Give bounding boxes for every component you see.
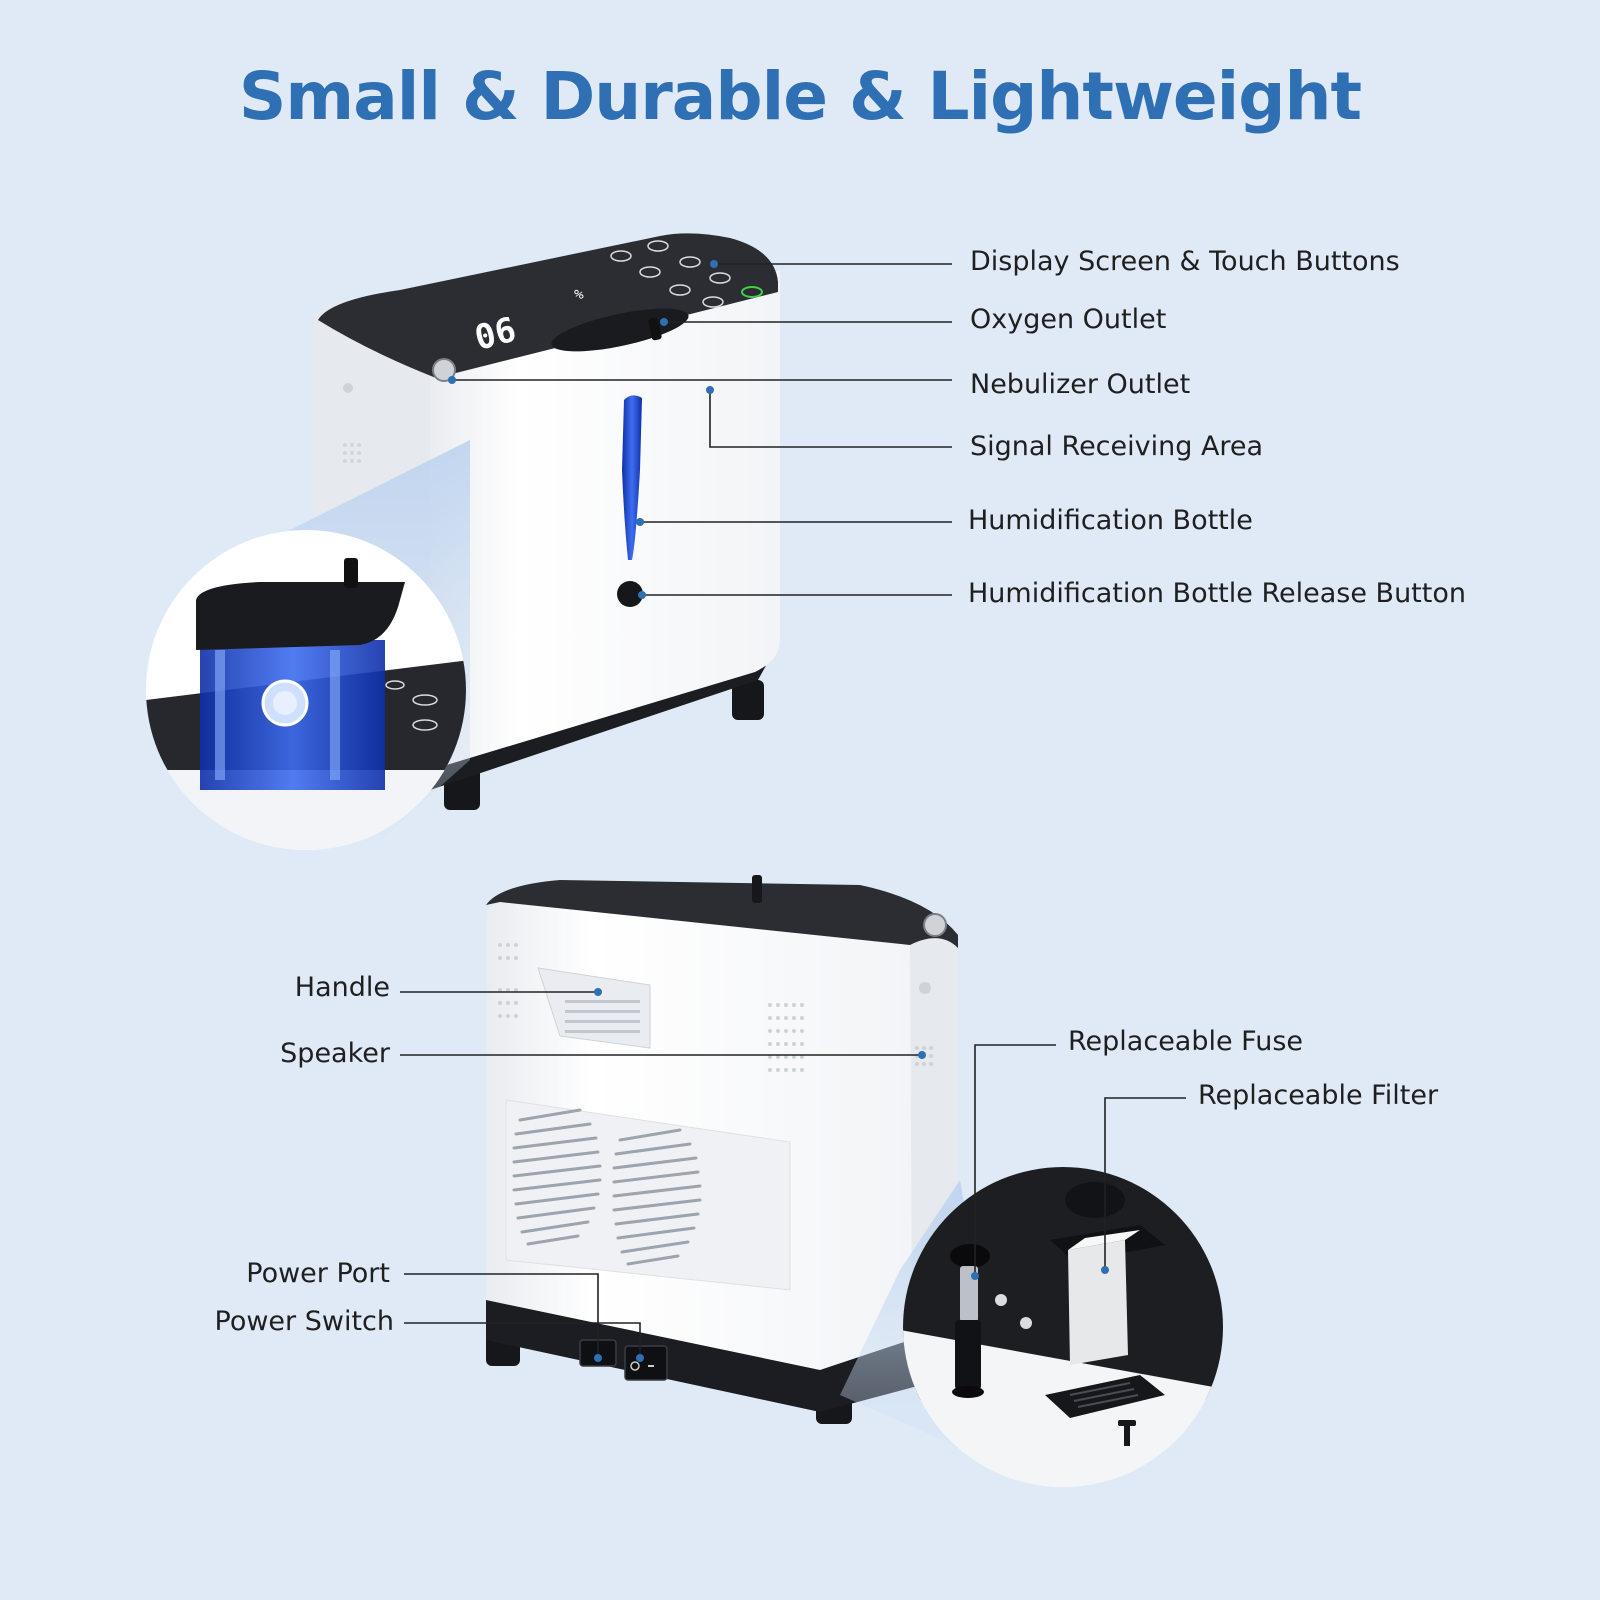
oxygen-outlet-nipple xyxy=(648,317,662,341)
front-main-panel xyxy=(430,270,780,770)
label-humidification-bottle: Humidification Bottle xyxy=(968,505,1253,536)
label-nebulizer-outlet: Nebulizer Outlet xyxy=(970,369,1191,400)
rear-top-panel xyxy=(486,880,958,948)
callout-fuse xyxy=(974,1044,1056,1276)
touch-buttons xyxy=(610,240,731,308)
label-handle: Handle xyxy=(294,972,390,1003)
zoom-humidification-bottle xyxy=(146,530,466,850)
front-foot-right xyxy=(732,680,764,720)
callout-signal xyxy=(709,390,952,448)
callout-dots xyxy=(448,260,1109,1362)
label-replaceable-filter: Replaceable Filter xyxy=(1198,1080,1439,1111)
fuse-hole xyxy=(950,1244,990,1268)
front-device: 90 % xyxy=(312,233,780,810)
label-power-port: Power Port xyxy=(246,1258,390,1289)
touch-button xyxy=(669,284,691,296)
callout-power-port xyxy=(404,1273,599,1358)
replaceable-fuse xyxy=(960,1266,978,1322)
label-replaceable-fuse: Replaceable Fuse xyxy=(1068,1026,1304,1057)
touch-button xyxy=(709,272,731,284)
label-bottle-release: Humidification Bottle Release Button xyxy=(968,578,1466,609)
touch-button xyxy=(679,256,701,268)
touch-button xyxy=(639,266,661,278)
replaceable-filter xyxy=(1068,1240,1128,1365)
rear-device xyxy=(486,875,958,1424)
label-display-screen: Display Screen & Touch Buttons xyxy=(970,246,1400,277)
power-touch-button xyxy=(741,286,763,298)
label-power-switch: Power Switch xyxy=(214,1306,394,1337)
callout-power-switch xyxy=(404,1322,641,1358)
handle-recess xyxy=(537,967,651,1049)
humidification-bottle-window xyxy=(622,395,642,560)
label-signal-area: Signal Receiving Area xyxy=(970,431,1264,462)
touch-button xyxy=(610,250,632,262)
bottle-release-button xyxy=(617,581,643,607)
nebulizer-knob xyxy=(432,358,456,382)
page-title: Small & Durable & Lightweight xyxy=(238,58,1362,135)
display-panel xyxy=(318,233,778,378)
display-flow-value: 90 xyxy=(470,307,519,356)
callout-lines xyxy=(400,263,1186,1358)
callout-filter xyxy=(1104,1097,1186,1270)
label-speaker: Speaker xyxy=(280,1038,390,1069)
label-oxygen-outlet: Oxygen Outlet xyxy=(970,304,1167,335)
touch-button xyxy=(702,296,724,308)
power-switch xyxy=(624,1345,668,1381)
touch-button xyxy=(647,240,669,252)
vent-slots xyxy=(512,1108,702,1266)
